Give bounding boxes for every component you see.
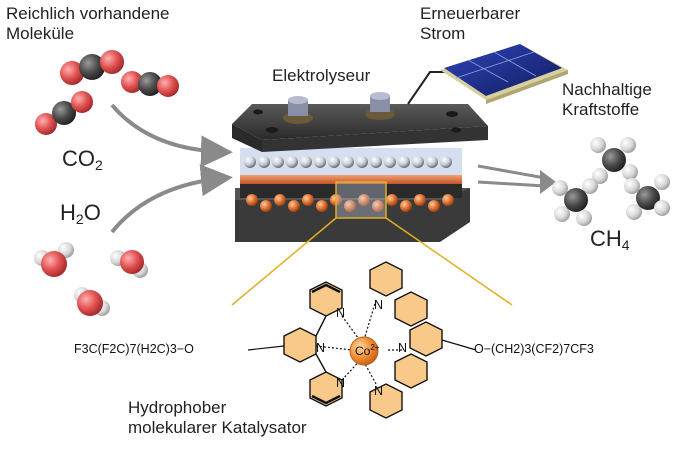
atom-n-left: N <box>316 341 326 355</box>
h2o-base: H <box>60 200 76 225</box>
atom-n-upper-left: N <box>336 306 346 320</box>
zoom-line-left <box>231 217 337 306</box>
right-chain-bond <box>441 339 477 351</box>
ch4-molecule-3 <box>624 174 670 220</box>
atom-n-lower-left: N <box>336 376 346 390</box>
co2-molecule-3 <box>35 91 93 135</box>
left-chain-bond <box>247 345 285 351</box>
cobalt-charge: 2+ <box>370 343 380 352</box>
catalyst-label: Hydrophober molekularer Katalysator <box>128 398 307 438</box>
molecules-label: Reichlich vorhandene Moleküle <box>6 4 170 44</box>
atom-n-lower-right: N <box>374 384 384 398</box>
electrolyzer-label: Elektrolyseur <box>272 66 371 85</box>
ch4-formula: CH4 <box>590 226 630 253</box>
h2o-formula: H2O <box>60 200 101 227</box>
solar-panel <box>440 44 568 104</box>
molecules-label-line2: Moleküle <box>6 24 75 43</box>
fuels-label-line1: Nachhaltige <box>562 80 652 99</box>
terminal-right <box>365 92 395 120</box>
renewable-label: Erneuerbarer Strom <box>420 4 520 44</box>
co2-input-arrow <box>110 103 233 168</box>
zoom-line-right <box>385 217 513 306</box>
electrolyzer <box>232 92 488 242</box>
co2-base: CO <box>62 146 95 171</box>
h2o-molecule-2 <box>110 250 148 278</box>
co2-molecule-1 <box>60 50 124 85</box>
power-wire <box>407 71 448 105</box>
atom-n-right: N <box>398 341 408 355</box>
terminal-left <box>283 96 313 124</box>
h2o-input-arrow <box>110 164 233 234</box>
left-chain-text: F3C(F2C)7(H2C)3−O <box>74 342 194 356</box>
output-arrow <box>477 164 556 194</box>
ch4-base: CH <box>590 226 622 251</box>
catalyst-structure <box>283 261 443 419</box>
catalyst-label-line1: Hydrophober <box>128 398 227 417</box>
h2o-subscript: 2 <box>75 211 84 227</box>
ch4-subscript: 4 <box>621 237 630 253</box>
renewable-label-line2: Strom <box>420 24 466 43</box>
zoom-region <box>335 181 387 219</box>
right-chain-text: O−(CH2)3(CF2)7CF3 <box>474 342 594 356</box>
h2o-rest: O <box>83 200 101 225</box>
catalyst-label-line2: molekularer Katalysator <box>128 418 307 437</box>
ch4-molecule-2 <box>552 178 598 226</box>
renewable-label-line1: Erneuerbarer <box>420 4 521 23</box>
fuels-label-line2: Kraftstoffe <box>562 100 640 119</box>
co2-formula: CO2 <box>62 146 103 173</box>
cobalt-symbol: Co <box>355 344 371 358</box>
co2-subscript: 2 <box>95 157 103 173</box>
co2-molecule-2 <box>121 71 179 97</box>
atom-n-upper-right: N <box>374 298 384 312</box>
h2o-molecule-1 <box>34 242 74 277</box>
catalyst-spheres <box>246 194 454 212</box>
fuels-label: Nachhaltige Kraftstoffe <box>562 80 652 120</box>
electrode-spheres-top <box>244 156 452 168</box>
h2o-molecule-3 <box>74 287 110 316</box>
molecules-label-line1: Reichlich vorhandene <box>6 4 170 23</box>
ch4-molecule-1 <box>590 137 638 184</box>
cobalt-label: Co2+ <box>355 343 379 358</box>
